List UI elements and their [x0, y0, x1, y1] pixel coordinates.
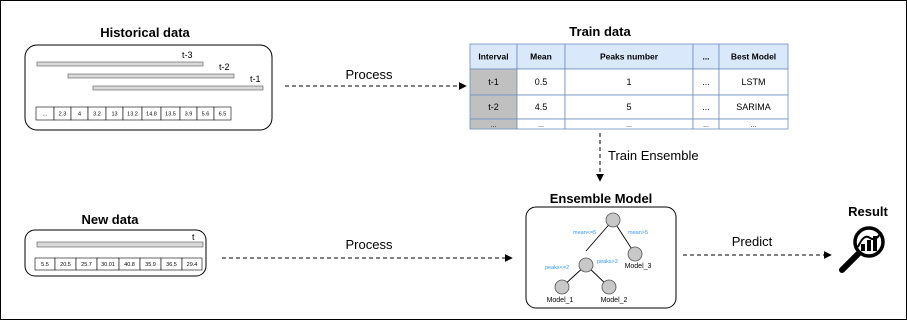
historical-value: 13.5	[165, 111, 176, 117]
leaf-label-model-1: Model_1	[547, 297, 574, 304]
historical-values: ... 2.3 4 3.2 13 13.2 14.8 13.5 3.9 5.6 6.5	[35, 106, 232, 121]
table-cell-value: t-1	[488, 77, 499, 87]
historical-cell	[213, 106, 232, 121]
table-cell-value: LSTM	[741, 77, 765, 87]
table-header-label: Mean	[530, 52, 552, 62]
edge-label-mean-le-5: mean<=5	[573, 230, 596, 236]
table-cell	[469, 68, 518, 96]
new-value: 29.4	[187, 262, 198, 268]
table-header-label: ...	[702, 52, 709, 62]
tree-node-mid	[578, 257, 594, 273]
table-cell-value: SARIMA	[736, 102, 771, 112]
historical-value: 4	[78, 111, 81, 117]
table-cell-value: ...	[702, 77, 710, 87]
new-cell	[181, 257, 203, 271]
new-value: 25.7	[81, 262, 92, 268]
table-cell	[692, 68, 720, 96]
table-header-label: Interval	[478, 52, 508, 62]
leaf-label-model-3: Model_3	[625, 263, 652, 270]
table-cell-value: ...	[491, 122, 497, 129]
table-cell-value: t-2	[488, 102, 499, 112]
edge-label-peaks-gt-2: peaks>2	[597, 259, 618, 265]
new-value: 35.9	[145, 262, 156, 268]
historical-value: 5.6	[202, 111, 210, 117]
window-bar-t-3	[36, 61, 204, 67]
magnifier-chart-icon	[839, 226, 885, 273]
historical-value: 3.2	[93, 111, 101, 117]
table-cell	[516, 68, 566, 96]
window-label-t-2: t-2	[219, 62, 230, 72]
historical-value: 6.5	[219, 111, 227, 117]
historical-value: 2.3	[59, 111, 67, 117]
table-cell	[469, 94, 518, 120]
window-label-t: t	[192, 232, 195, 242]
table-cell	[564, 68, 694, 96]
process-label-bottom: Process	[346, 237, 393, 252]
ensemble-box	[525, 206, 677, 309]
table-cell-value: ...	[626, 122, 632, 129]
tree-node-root	[605, 212, 621, 228]
table-cell	[718, 118, 789, 130]
new-value: 20.5	[60, 262, 71, 268]
window-bar-t-2	[67, 73, 235, 79]
tree-node-leaf-2	[601, 279, 617, 295]
train-data-title: Train data	[569, 24, 631, 39]
table-cell-value: ...	[538, 122, 544, 129]
table-cell-value: 5	[626, 102, 631, 112]
predict-label: Predict	[732, 234, 773, 249]
new-value: 30.01	[101, 262, 115, 268]
historical-value: 3.9	[185, 111, 193, 117]
table-cell-value: ...	[751, 122, 757, 129]
table-cell	[718, 94, 789, 120]
table-cell-value: 0.5	[535, 77, 548, 87]
table-cell-value: ...	[703, 122, 709, 129]
historical-value: 14.8	[146, 111, 157, 117]
table-cell	[718, 68, 789, 96]
table-header-label: Best Model	[731, 52, 776, 62]
new-data-values: 5.5 20.5 25.7 30.01 40.8 35.9 36.5 29.4	[34, 257, 203, 271]
new-value: 36.5	[166, 262, 177, 268]
new-data-title: New data	[81, 212, 139, 227]
edge-label-peaks-le-2: peaks<=2	[545, 265, 569, 271]
new-value: 40.8	[124, 262, 135, 268]
tree-node-leaf-3	[627, 246, 643, 262]
train-ensemble-label: Train Ensemble	[608, 148, 699, 163]
historical-value: 13	[111, 111, 117, 117]
tree-node-leaf-1	[554, 279, 570, 295]
table-header-label: Peaks number	[600, 52, 659, 62]
process-label-top: Process	[346, 67, 393, 82]
historical-title: Historical data	[100, 25, 190, 40]
result-title: Result	[848, 204, 888, 219]
table-header-cell	[516, 43, 566, 70]
window-label-t-1: t-1	[250, 74, 261, 84]
new-value: 5.5	[41, 262, 49, 268]
historical-value: 13.2	[127, 111, 138, 117]
edge-label-mean-gt-5: mean>5	[628, 230, 648, 236]
table-header-cell	[564, 43, 694, 70]
historical-value: ...	[43, 111, 48, 117]
train-data-table: Interval Mean Peaks number... Best Model t-1…	[469, 43, 789, 130]
window-bar-t-1	[92, 85, 264, 91]
ensemble-title: Ensemble Model	[550, 191, 653, 206]
table-cell-value: 4.5	[535, 102, 548, 112]
table-header-cell	[718, 43, 789, 70]
table-cell-value: ...	[702, 102, 710, 112]
leaf-label-model-2: Model_2	[601, 297, 628, 304]
window-label-t-3: t-3	[182, 50, 193, 60]
window-bar-t	[36, 241, 204, 248]
table-cell	[516, 94, 566, 120]
table-cell-value: 1	[626, 77, 631, 87]
